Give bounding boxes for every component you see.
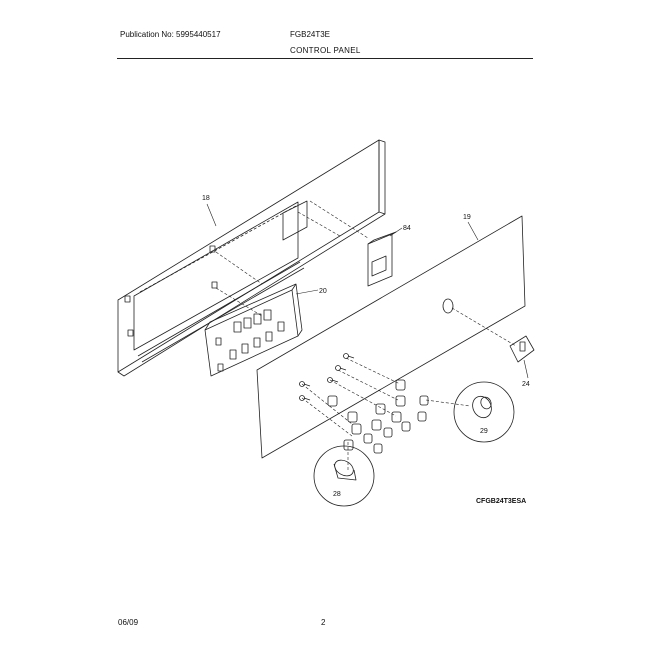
clip-window xyxy=(519,341,526,352)
frame-inner-line xyxy=(139,205,297,293)
board-front xyxy=(204,289,299,377)
frame-hole xyxy=(127,329,134,337)
screw xyxy=(299,395,311,401)
board-side xyxy=(295,283,303,337)
frame-window xyxy=(133,201,299,351)
detail-circle xyxy=(313,445,375,507)
button xyxy=(395,395,406,407)
assembly-lines xyxy=(215,200,517,472)
part-18-control-frame xyxy=(117,139,386,377)
screw xyxy=(343,353,355,359)
board-key xyxy=(241,343,249,354)
callout-18: 18 xyxy=(202,195,210,202)
model-number: FGB24T3E xyxy=(290,30,331,39)
panel-face xyxy=(256,215,526,459)
cap-top xyxy=(334,459,354,477)
board-display-digit xyxy=(263,309,272,321)
detail-circle xyxy=(453,381,515,443)
part-20-control-board xyxy=(204,283,303,377)
screws xyxy=(299,353,355,401)
button xyxy=(373,443,383,454)
frame-hole xyxy=(124,295,131,303)
board-tab xyxy=(217,363,224,372)
frame-cutout xyxy=(282,200,308,241)
button xyxy=(395,379,406,391)
publication-number: Publication No: 5995440517 xyxy=(120,30,221,39)
board-display-digit xyxy=(233,321,242,333)
bracket-slot xyxy=(371,255,387,277)
board-key xyxy=(229,349,237,360)
leader-lines xyxy=(206,203,529,379)
part-24-clip xyxy=(509,335,535,363)
frame-hole xyxy=(209,245,216,253)
part-84-bracket xyxy=(367,231,397,287)
bracket-plate xyxy=(367,233,393,287)
button xyxy=(383,427,393,438)
callout-19: 19 xyxy=(463,214,471,221)
screw xyxy=(327,377,339,383)
footer-page-number: 2 xyxy=(321,618,326,627)
callout-84: 84 xyxy=(403,225,411,232)
button xyxy=(391,411,402,423)
detail-28-button-cap xyxy=(313,445,375,507)
button xyxy=(327,395,338,407)
button xyxy=(375,403,386,415)
button xyxy=(363,433,373,444)
callout-20: 20 xyxy=(319,288,327,295)
button xyxy=(419,395,429,406)
cap-body xyxy=(333,463,357,481)
board-tab xyxy=(215,337,222,346)
panel-knob-hole xyxy=(442,298,454,314)
frame-bottom-edge xyxy=(117,213,386,377)
drawing-id: CFGB24T3ESA xyxy=(476,498,527,505)
detail-29-knob xyxy=(453,381,515,443)
frame-right-edge xyxy=(378,139,386,215)
knob-shape xyxy=(472,395,492,419)
board-display-digit xyxy=(243,317,252,329)
board-key xyxy=(277,321,285,332)
board-display-digit xyxy=(253,313,262,325)
frame-lower-rail xyxy=(137,261,301,357)
button xyxy=(371,419,382,431)
knob-top xyxy=(480,396,492,410)
button xyxy=(351,423,362,435)
button xyxy=(401,421,411,432)
screw xyxy=(299,381,311,387)
footer-date: 06/09 xyxy=(118,618,139,627)
part-19-control-panel xyxy=(256,215,526,459)
button xyxy=(347,411,358,423)
clip-body xyxy=(509,335,535,363)
callout-29: 29 xyxy=(480,428,488,435)
section-title: CONTROL PANEL xyxy=(290,46,361,55)
header-rule xyxy=(117,58,533,59)
frame-hole xyxy=(211,281,218,289)
frame-lower-rail xyxy=(141,267,305,363)
board-key xyxy=(265,331,273,342)
callout-28: 28 xyxy=(333,491,341,498)
board-top xyxy=(204,283,297,331)
panel-buttons xyxy=(327,379,429,454)
button xyxy=(343,439,354,451)
callout-24: 24 xyxy=(522,381,530,388)
button xyxy=(417,411,427,422)
board-key xyxy=(253,337,261,348)
screw xyxy=(335,365,347,371)
